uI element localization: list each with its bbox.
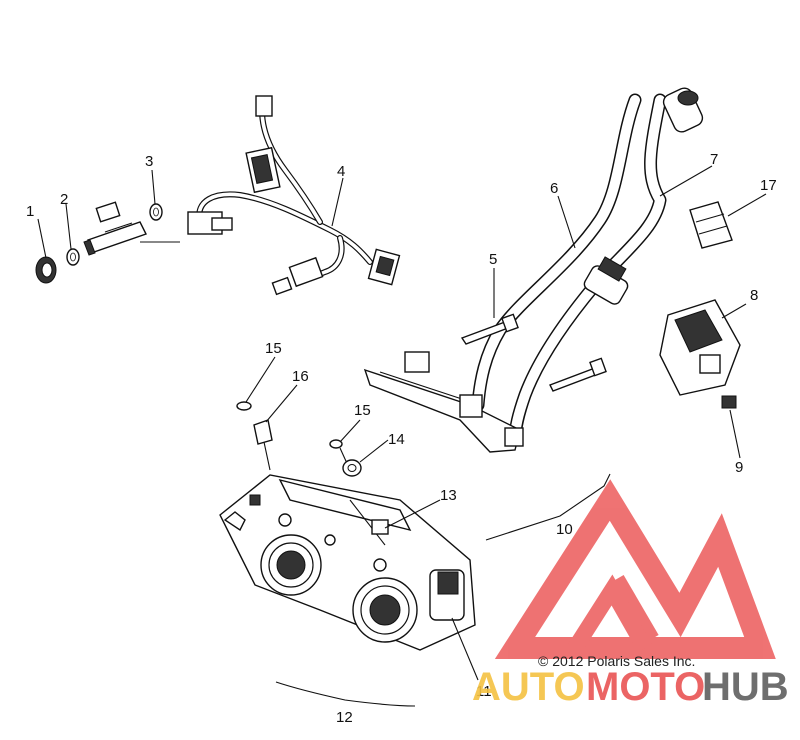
callout-12: 12 bbox=[336, 709, 353, 726]
callout-7: 7 bbox=[710, 151, 718, 168]
callout-1: 1 bbox=[26, 203, 34, 220]
callout-labels: 1 2 3 4 5 6 7 8 9 10 11 12 13 14 15 15 1… bbox=[26, 151, 777, 726]
part-bolt-5b bbox=[549, 357, 607, 392]
part-fuel-rail bbox=[363, 351, 524, 453]
part-oring-3 bbox=[149, 203, 163, 221]
callout-15b: 15 bbox=[354, 402, 371, 419]
part-clip-17 bbox=[689, 201, 733, 249]
watermark-hub: HUB bbox=[702, 665, 789, 709]
part-clip-16 bbox=[253, 419, 273, 471]
watermark-auto: AUTO bbox=[472, 665, 585, 709]
callout-13: 13 bbox=[440, 487, 457, 504]
callout-15a: 15 bbox=[265, 340, 282, 357]
callout-3: 3 bbox=[145, 153, 153, 170]
callout-16: 16 bbox=[292, 368, 309, 385]
part-bolt-5 bbox=[460, 313, 519, 345]
callout-8: 8 bbox=[750, 287, 758, 304]
watermark-logo bbox=[494, 479, 776, 659]
part-clamp-14 bbox=[342, 459, 362, 477]
part-throttle-body-12 bbox=[219, 474, 476, 651]
callout-11: 11 bbox=[476, 683, 492, 700]
callout-2: 2 bbox=[60, 191, 68, 208]
part-washer-2 bbox=[66, 248, 80, 266]
part-screw-15b bbox=[329, 439, 351, 471]
part-fuel-injector bbox=[83, 201, 180, 256]
part-module-8 bbox=[659, 299, 741, 396]
callout-10: 10 bbox=[556, 521, 573, 538]
leader-lines bbox=[37, 165, 767, 707]
part-screw-15a bbox=[236, 401, 252, 411]
watermark-moto: MOTO bbox=[586, 665, 705, 709]
callout-14: 14 bbox=[388, 431, 405, 448]
part-seal-1 bbox=[35, 256, 57, 284]
copyright-text: © 2012 Polaris Sales Inc. bbox=[538, 653, 695, 669]
callout-5: 5 bbox=[489, 251, 497, 268]
part-screw-9 bbox=[721, 395, 737, 409]
callout-4: 4 bbox=[337, 163, 345, 180]
callout-17: 17 bbox=[760, 177, 777, 194]
part-wire-harness-4 bbox=[187, 95, 401, 296]
callout-9: 9 bbox=[735, 459, 743, 476]
callout-6: 6 bbox=[550, 180, 558, 197]
part-fuel-hose-6-7 bbox=[471, 87, 704, 447]
watermark-text: AUTO MOTO HUB bbox=[472, 665, 789, 709]
